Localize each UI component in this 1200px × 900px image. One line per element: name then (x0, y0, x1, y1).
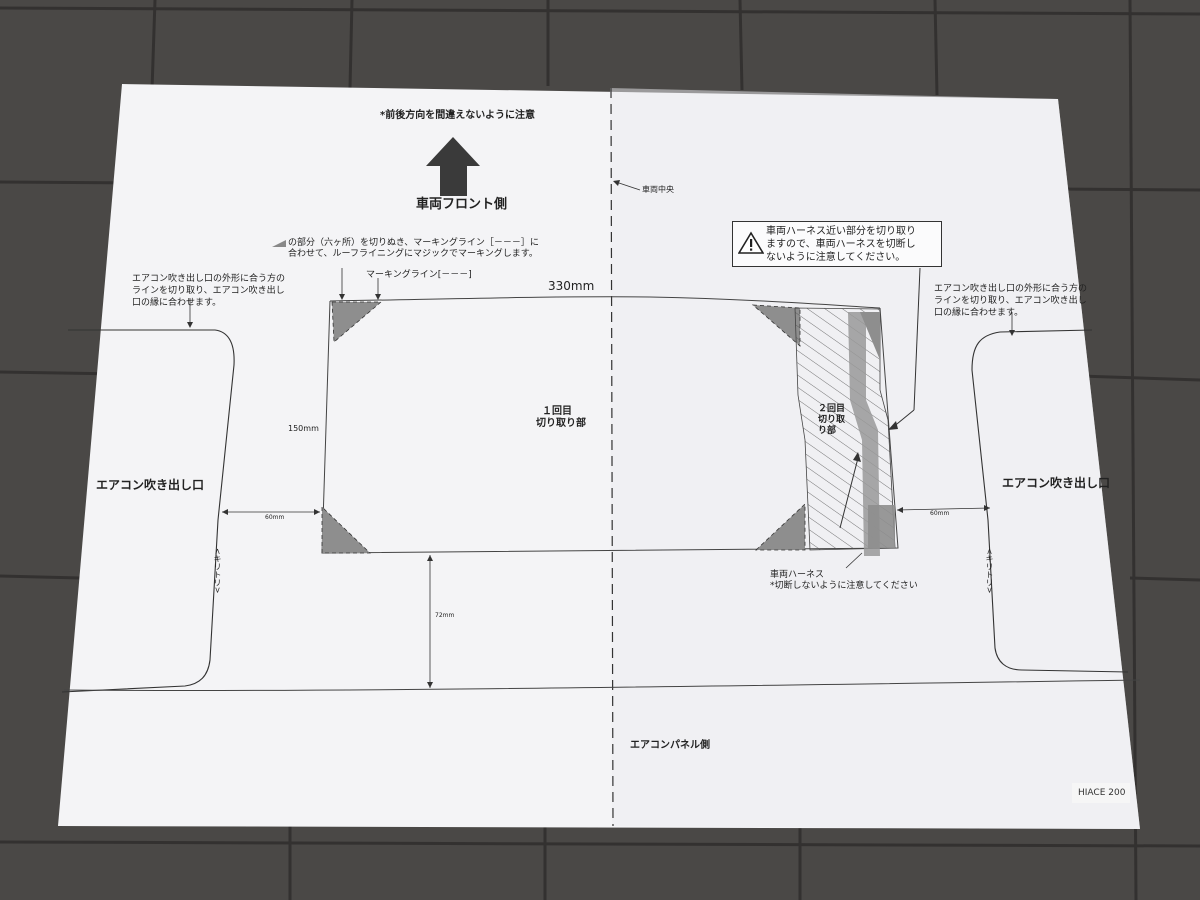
left-vent-note-1: エアコン吹き出し口の外形に合う方の (132, 274, 286, 284)
cutout-template-outline (321, 300, 899, 554)
harness-strip (848, 312, 880, 556)
second-cut-label-3: り部 (818, 426, 837, 436)
ac-vent-right-label: エアコン吹き出し口 (1002, 476, 1111, 490)
cut-instruction-2: 合わせて、ルーフライニングにマジックでマーキングします。 (288, 249, 538, 259)
vehicle-center-line (610, 87, 614, 827)
marking-line-label: マーキングライン[－－－] (366, 270, 472, 280)
width-dimension: 330mm (548, 279, 595, 293)
right-vent-note-1: エアコン吹き出し口の外形に合う方の (934, 284, 1088, 294)
right-vent-note-2: ラインを切り取り、エアコン吹き出し (934, 296, 1087, 306)
warning-line-1: 車両ハーネス近い部分を切り取り (766, 226, 916, 237)
first-cut-label-2: 切り取り部 (536, 418, 586, 429)
shaded-area-icon (272, 240, 286, 247)
warning-line-2: ますので、車両ハーネスを切断し (766, 239, 916, 250)
kiritori-right-label: <キリトリ> (985, 548, 994, 594)
vehicle-center-label: 車両中央 (642, 185, 674, 194)
second-cut-label-1: ２回目 (818, 404, 846, 414)
vehicle-front-label: 車両フロント側 (416, 197, 508, 212)
left-vent-note-3: 口の縁に合わせます。 (132, 298, 222, 308)
height-dimension: 150mm (288, 424, 319, 433)
right-vent-note-3: 口の縁に合わせます。 (934, 308, 1024, 318)
cut-corner (754, 503, 806, 551)
warning-box: 車両ハーネス近い部分を切り取り ますので、車両ハーネスを切断し ないように注意し… (732, 221, 942, 267)
left-gap-dimension: 60mm (265, 514, 285, 521)
warning-line-3: ないように注意してください。 (766, 252, 906, 263)
ac-vent-left-label: エアコン吹き出し口 (96, 478, 205, 492)
cut-instruction-1: の部分（六ヶ所）を切りぬき、マーキングライン［－－－］に (288, 238, 539, 248)
left-vent-outline (61, 329, 235, 693)
harness-caution-label: *切断しないように注意してください (770, 581, 918, 591)
front-arrow-icon (426, 137, 480, 196)
warning-text: 車両ハーネス近い部分を切り取り ますので、車両ハーネスを切断し ないように注意し… (766, 225, 916, 264)
cut-corner (331, 301, 383, 343)
right-vent-outline (971, 329, 1129, 673)
ac-panel-side-label: エアコンパネル側 (630, 740, 710, 751)
left-vent-note-2: ラインを切り取り、エアコン吹き出し (132, 286, 285, 296)
kiritori-left-label: <キリトリ> (213, 548, 222, 594)
second-cut-label-2: 切り取 (818, 415, 846, 425)
cut-corner (321, 506, 371, 554)
harness-label: 車両ハーネス (770, 570, 825, 580)
direction-caution: *前後方向を間違えないように注意 (380, 110, 536, 121)
model-tag: HIACE 200 (1072, 783, 1130, 803)
right-gap-dimension: 60mm (930, 510, 950, 517)
warning-triangle-icon (738, 231, 764, 254)
first-cut-label-1: １回目 (542, 406, 572, 417)
bottom-gap-dimension: 72mm (435, 612, 455, 619)
